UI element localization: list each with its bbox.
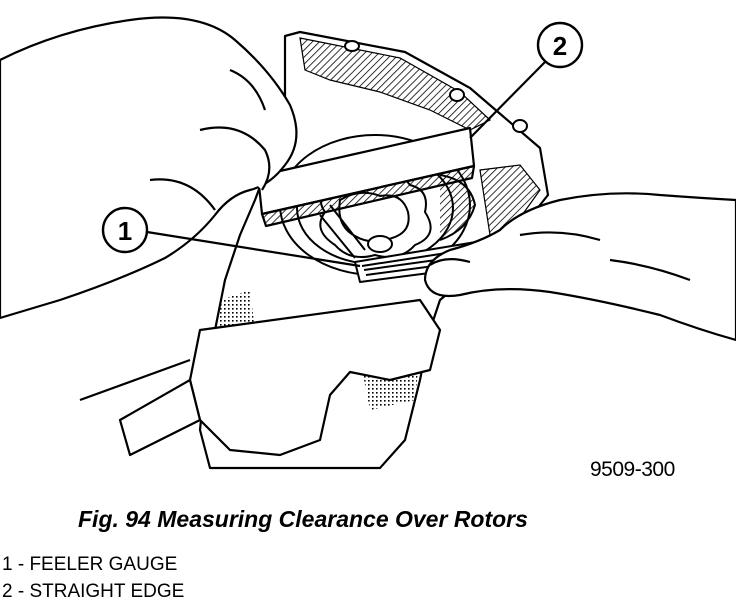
- legend-item-feeler-gauge: 1 - FEELER GAUGE: [2, 554, 178, 575]
- right-hand: [423, 192, 736, 342]
- legend-item-straight-edge: 2 - STRAIGHT EDGE: [2, 581, 185, 602]
- figure-code: 9509-300: [590, 458, 675, 481]
- callout-2-number: 2: [553, 31, 567, 61]
- technical-illustration: 1 2: [0, 16, 736, 470]
- callout-legend: 1 - FEELER GAUGE 2 - STRAIGHT EDGE: [2, 551, 184, 605]
- figure-caption: Fig. 94 Measuring Clearance Over Rotors: [78, 506, 528, 532]
- cover-plate: [79, 298, 442, 457]
- left-hand: [0, 16, 298, 320]
- straight-edge: [256, 126, 476, 228]
- callout-2: 2: [469, 21, 584, 139]
- callout-1-number: 1: [118, 216, 132, 246]
- callout-1: 1: [101, 206, 361, 268]
